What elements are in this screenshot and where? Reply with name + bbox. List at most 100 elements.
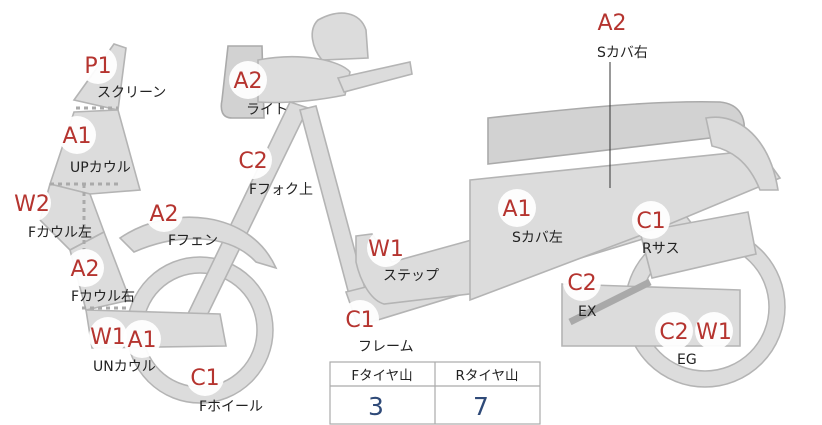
grade-badge-light-circle [229, 61, 267, 99]
grade-badge-f-cowl-right-text: A2 [70, 257, 99, 282]
grade-badge-f-cowl-left-circle [13, 184, 51, 222]
grade-badge-r-sus-circle [632, 201, 670, 239]
grade-badge-f-cowl-right-circle [66, 249, 104, 287]
exhaust-pipe [568, 278, 652, 326]
part-label-f-wheel: Fホイール [199, 399, 263, 415]
grade-badge-f-fender-text: A2 [149, 202, 178, 227]
grade-badge-extra-un-cowl: A1 [123, 320, 161, 358]
handle-cover-part [257, 55, 351, 104]
grade-badge-extra-eg-text: W1 [696, 320, 732, 345]
grade-badge-up-cowl-circle [58, 116, 96, 154]
grade-badge-light-text: A2 [233, 69, 262, 94]
part-label-f-cowl-right: Fカウル右 [71, 289, 135, 305]
grade-badge-f-fork-upper-circle [234, 141, 272, 179]
rear-suspension-part [639, 211, 757, 279]
grade-badge-f-wheel-circle [186, 358, 224, 396]
grade-badge-s-cover-right: A2 [593, 3, 631, 41]
grade-badge-r-sus-text: C1 [636, 209, 665, 234]
rear-tread-value: 7 [473, 392, 489, 421]
grade-badge-f-cowl-right: A2 [66, 249, 104, 287]
grade-badge-f-cowl-left-text: W2 [14, 192, 50, 217]
grade-badge-s-cover-right-circle [593, 3, 631, 41]
grade-badge-eg-text: C2 [659, 320, 688, 345]
grade-badge-screen: P1 [79, 46, 117, 84]
grade-badge-ex: C2 [563, 263, 601, 301]
grade-badge-up-cowl: A1 [58, 116, 96, 154]
tread-table: Fタイヤ山 Rタイヤ山 3 7 [329, 361, 541, 425]
seat-part [487, 100, 746, 165]
part-label-up-cowl: UPカウル [70, 160, 131, 176]
callout-step: W1 ステップ [367, 229, 439, 284]
grade-badge-ex-circle [563, 263, 601, 301]
grade-badge-r-sus: C1 [632, 201, 670, 239]
grade-badge-f-cowl-left: W2 [13, 184, 51, 222]
frame-tube-part [299, 105, 369, 308]
grade-badge-extra-un-cowl-text: A1 [127, 328, 156, 353]
grade-badge-eg: C2 [655, 312, 693, 350]
grade-badge-ex-text: C2 [567, 271, 596, 296]
grade-badge-f-fork-upper-text: C2 [238, 149, 267, 174]
part-label-ex: EX [578, 304, 597, 320]
handlebar-part [311, 12, 369, 61]
callout-frame: C1 フレーム [341, 300, 414, 355]
front-tread-header: Fタイヤ山 [351, 368, 412, 384]
grade-badge-s-cover-left-text: A1 [502, 197, 531, 222]
part-label-screen: スクリーン [97, 85, 166, 101]
callout-light: A2 ライト [229, 61, 288, 118]
part-label-frame: フレーム [358, 339, 414, 355]
part-label-s-cover-left: Sカバ左 [512, 230, 563, 246]
grade-badge-step: W1 [367, 229, 405, 267]
grade-badge-extra-eg: W1 [695, 312, 733, 350]
grade-badge-screen-text: P1 [84, 54, 111, 79]
grade-badge-un-cowl-circle [89, 317, 127, 355]
part-label-f-fender: Fフェン [168, 233, 218, 249]
grade-badge-s-cover-left-circle [498, 189, 536, 227]
cowl-seams [50, 106, 130, 310]
part-label-s-cover-right: Sカバ右 [597, 45, 648, 61]
grade-badge-light: A2 [229, 61, 267, 99]
grade-badge-s-cover-left: A1 [498, 189, 536, 227]
grade-badge-f-fork-upper: C2 [234, 141, 272, 179]
grade-badge-f-fender-circle [145, 194, 183, 232]
callout-screen: P1 スクリーン [79, 46, 166, 101]
grade-badge-eg-circle [655, 312, 693, 350]
rear-cowl-part [705, 116, 779, 191]
front-tread-value: 3 [368, 392, 384, 421]
grade-badge-screen-circle [79, 46, 117, 84]
handle-bar-part [336, 61, 413, 93]
part-label-un-cowl: UNカウル [93, 359, 156, 375]
part-label-r-sus: Rサス [642, 241, 679, 257]
grade-badge-extra-un-cowl-circle [123, 320, 161, 358]
part-label-light: ライト [246, 102, 288, 118]
grade-badge-un-cowl: W1 [89, 317, 127, 355]
grade-badge-frame: C1 [341, 300, 379, 338]
part-label-step: ステップ [383, 268, 439, 284]
grade-badge-step-text: W1 [368, 237, 404, 262]
grade-badge-up-cowl-text: A1 [62, 124, 91, 149]
grade-badge-s-cover-right-text: A2 [597, 11, 626, 36]
side-cover-part [469, 149, 782, 302]
part-label-f-cowl-left: Fカウル左 [28, 225, 92, 241]
part-label-eg: EG [677, 352, 697, 368]
grade-badge-f-wheel-text: C1 [190, 366, 219, 391]
grade-badge-frame-text: C1 [345, 308, 374, 333]
rear-tread-header: Rタイヤ山 [456, 368, 519, 384]
grade-badge-step-circle [367, 229, 405, 267]
grade-badge-extra-eg-circle [695, 312, 733, 350]
step-part [355, 233, 487, 305]
grade-badge-un-cowl-text: W1 [90, 325, 126, 350]
